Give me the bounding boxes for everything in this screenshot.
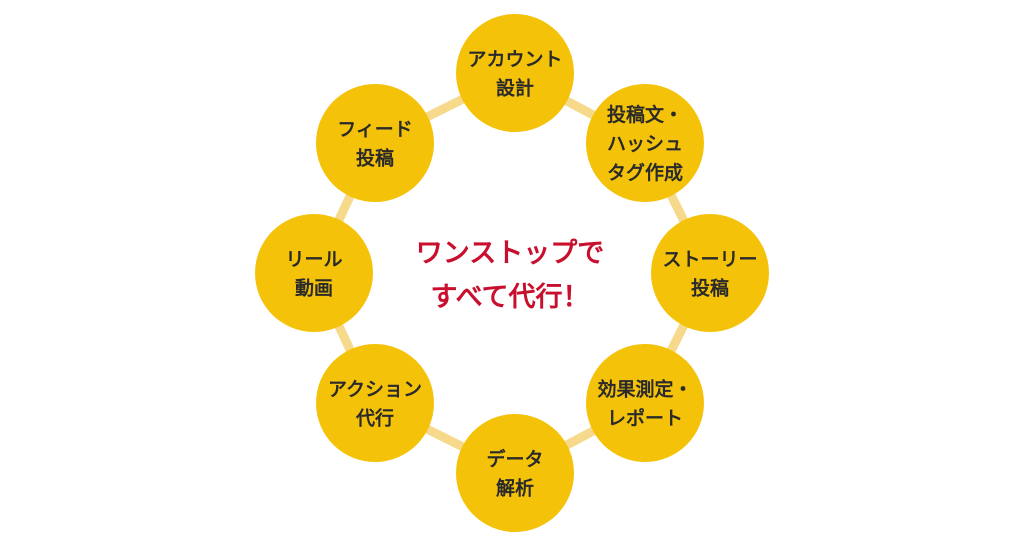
connector-6	[333, 320, 356, 356]
node-circle	[651, 214, 769, 332]
node-label-line: 効果測定・	[597, 378, 692, 401]
node-circle	[255, 214, 373, 332]
node-label-line: 代行	[355, 407, 394, 430]
node-circle	[316, 84, 434, 202]
node-circle	[456, 414, 574, 532]
center-title-line-1: ワンストップで	[416, 238, 604, 269]
connector-5	[422, 423, 468, 453]
node-label-line: 投稿文・	[607, 103, 683, 126]
node-label-line: アクション	[328, 379, 422, 401]
center-title-line-2: すべて代行！	[430, 281, 589, 313]
connector-3	[665, 320, 690, 356]
node-circle	[586, 84, 704, 202]
node-measure-report: 効果測定・レポート	[586, 344, 704, 462]
connector-7	[333, 190, 356, 226]
node-label-line: 投稿	[691, 277, 729, 300]
node-circle	[456, 14, 574, 132]
connector-ring	[333, 93, 690, 453]
node-ring: アカウント設計投稿文・ハッシュタグ作成ストーリー投稿効果測定・レポートデータ解析…	[255, 14, 769, 532]
node-label-line: リール	[285, 249, 342, 271]
node-label-line: レポート	[607, 407, 683, 430]
connector-1	[561, 95, 599, 121]
node-label-line: 投稿	[356, 147, 394, 170]
node-label-line: 動画	[295, 278, 333, 300]
node-circle	[586, 344, 704, 462]
connector-4	[561, 425, 599, 451]
node-label-line: ハッシュ	[607, 133, 683, 155]
node-label-line: データ	[486, 448, 543, 471]
node-label-line: 解析	[496, 477, 534, 500]
connector-8	[422, 93, 468, 123]
node-label-line: アカウント	[467, 49, 562, 71]
node-label-line: 設計	[496, 77, 534, 100]
node-circle	[316, 344, 434, 462]
node-label-line: フィード	[337, 119, 413, 141]
node-label-line: ストーリー	[662, 249, 757, 271]
node-label-line: タグ作成	[607, 161, 683, 184]
connector-2	[665, 190, 690, 226]
